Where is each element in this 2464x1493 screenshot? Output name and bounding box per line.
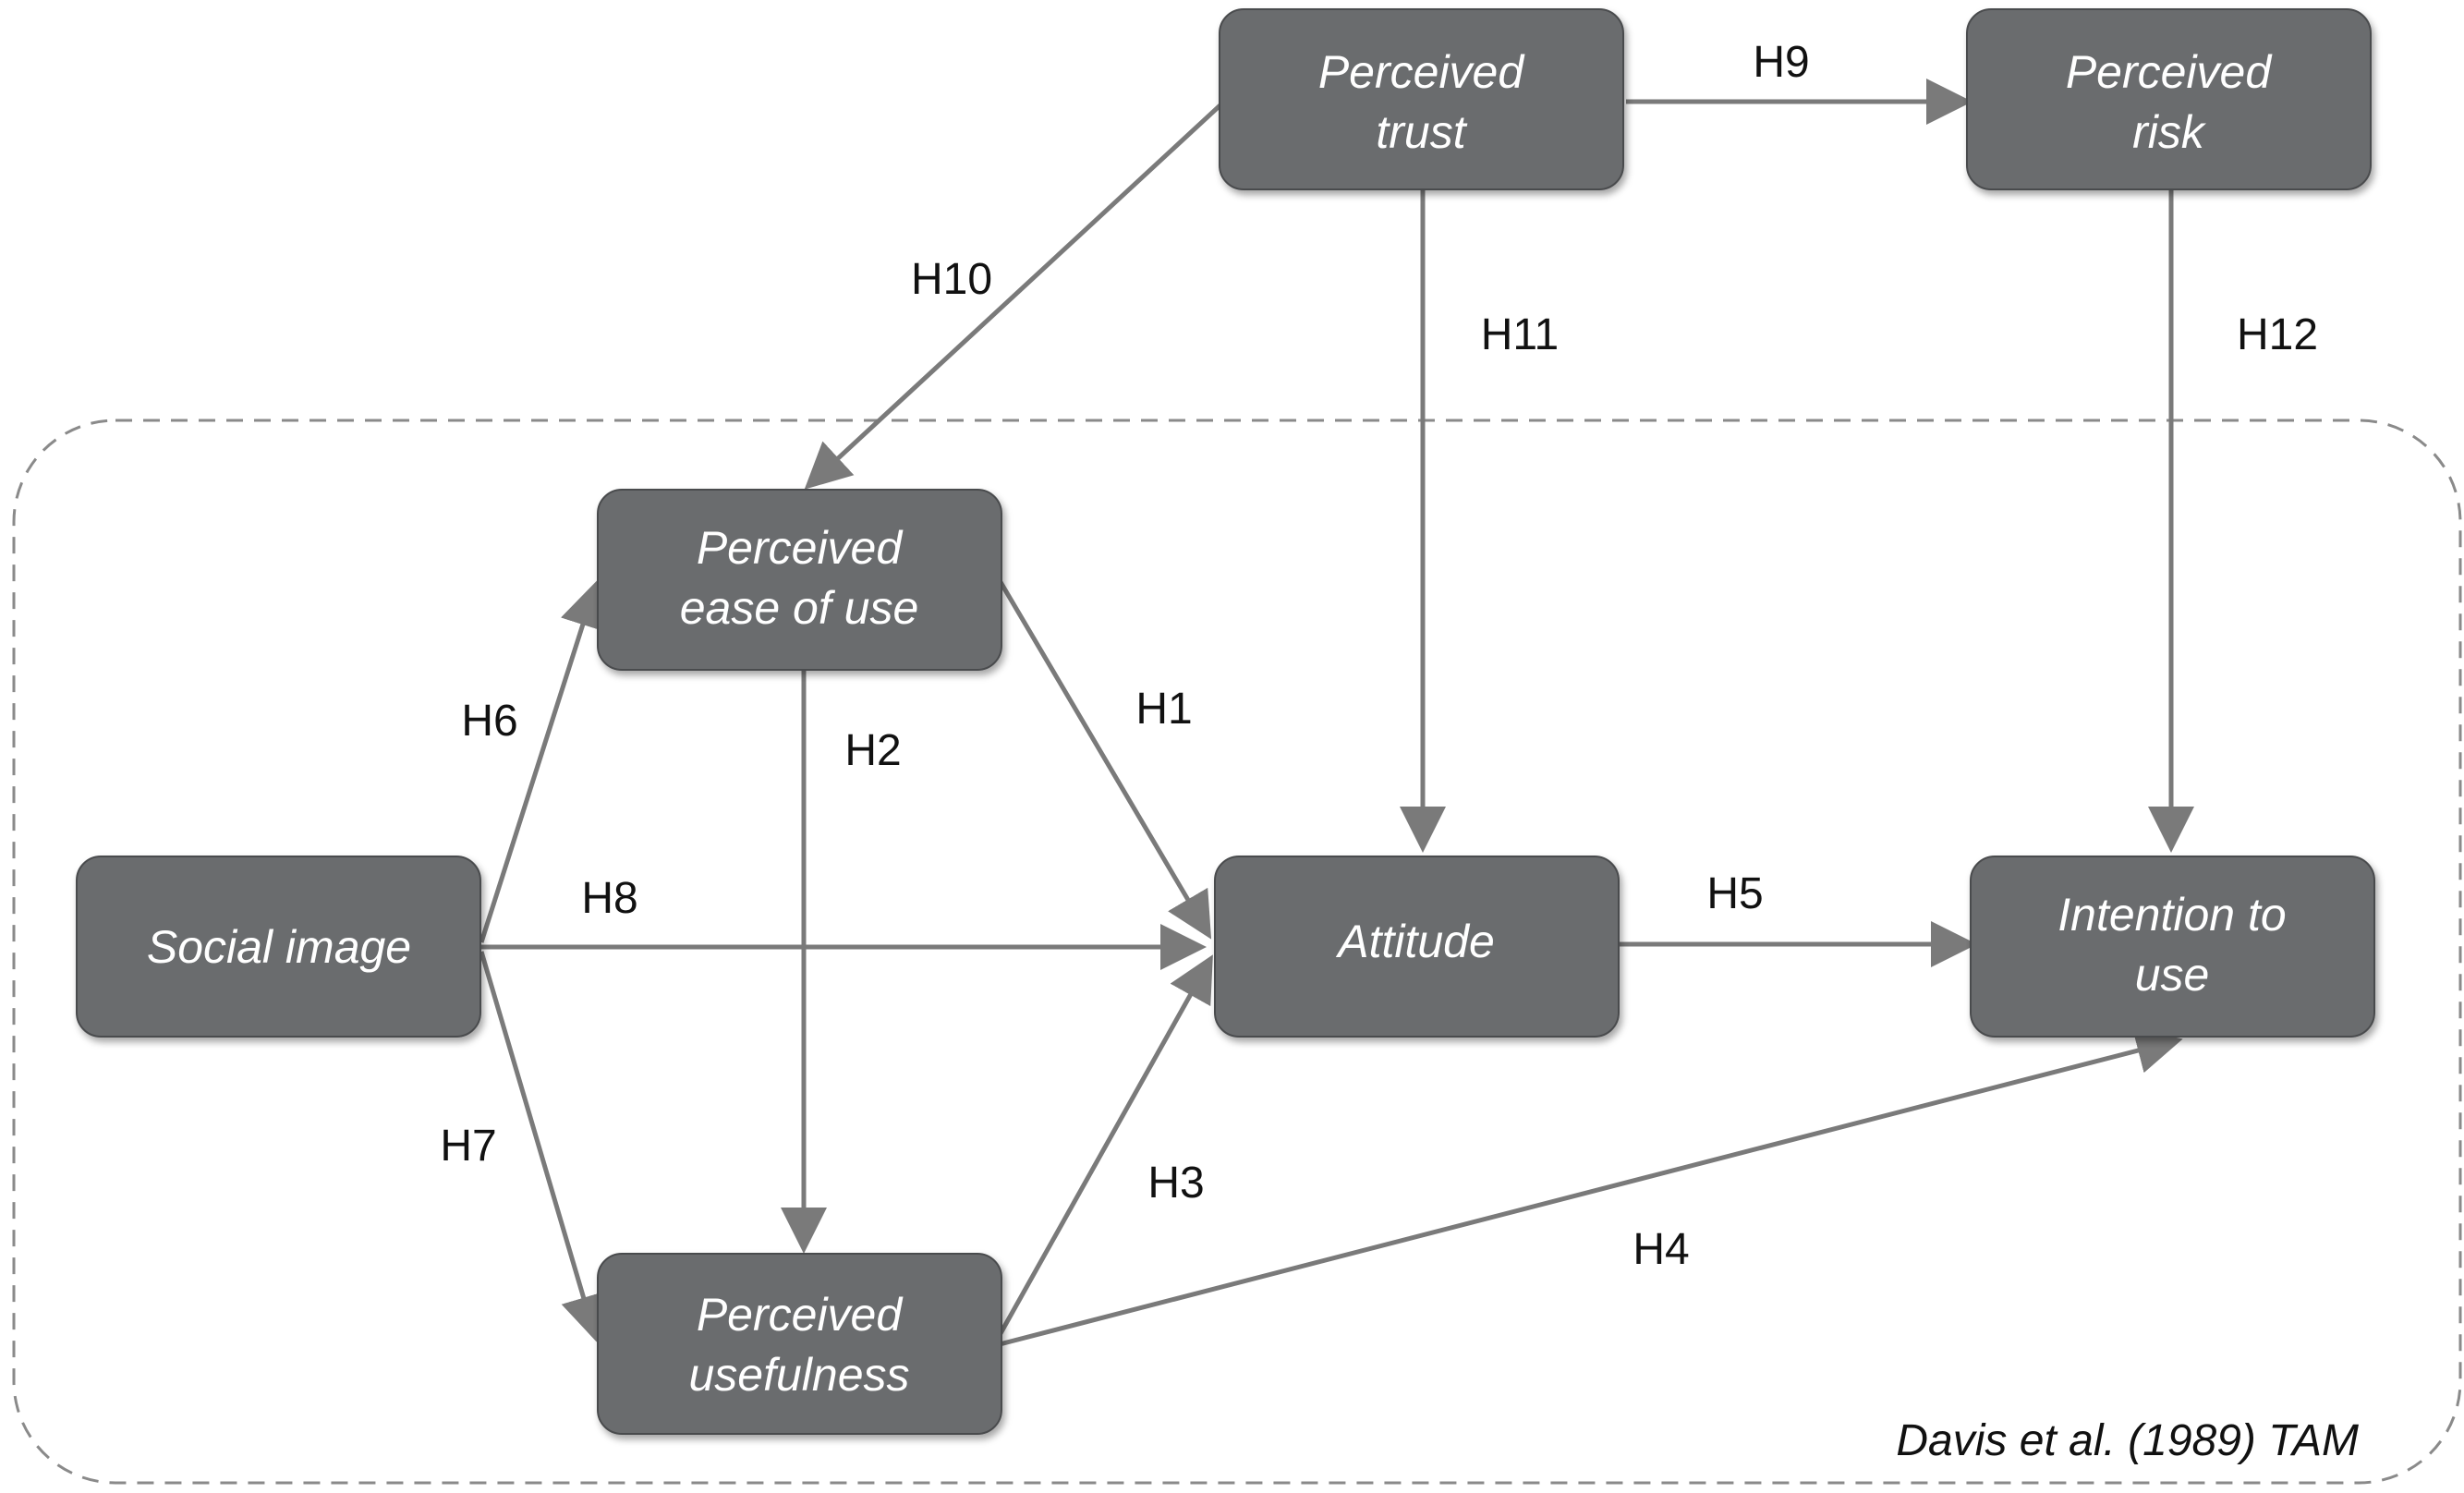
edge-label-h6: H6: [461, 697, 517, 746]
node-perceived-risk: Perceived risk: [1966, 8, 2372, 190]
node-perceived-ease-of-use-line1: Perceived: [697, 522, 904, 574]
edge-label-h4: H4: [1633, 1225, 1689, 1274]
edge-h6-line: [479, 580, 605, 943]
node-intention-to-use: Intention to use: [1970, 856, 2375, 1038]
node-perceived-usefulness-line1: Perceived: [697, 1289, 904, 1341]
edge-h10-line: [804, 100, 1226, 490]
node-perceived-ease-of-use-line2: ease of use: [680, 582, 919, 634]
edge-label-h11: H11: [1481, 310, 1560, 359]
node-perceived-trust-line1: Perceived: [1318, 46, 1526, 98]
node-attitude: Attitude: [1214, 856, 1620, 1038]
node-perceived-trust: Perceived trust: [1219, 8, 1624, 190]
edge-label-h10: H10: [911, 255, 992, 304]
node-perceived-usefulness-line2: usefulness: [688, 1349, 909, 1401]
edge-h3-line: [997, 954, 1213, 1337]
node-perceived-risk-line1: Perceived: [2066, 46, 2274, 98]
edge-label-h2: H2: [844, 726, 901, 775]
node-social-image-line1: Social image: [147, 921, 411, 973]
edge-label-h5: H5: [1706, 869, 1763, 918]
edge-label-h12: H12: [2237, 310, 2318, 359]
node-perceived-risk-line2: risk: [2132, 106, 2207, 158]
node-intention-to-use-line2: use: [2135, 949, 2210, 1001]
node-social-image: Social image: [76, 856, 481, 1038]
node-perceived-ease-of-use: Perceived ease of use: [597, 489, 1002, 671]
edge-label-h7: H7: [440, 1122, 496, 1171]
edge-label-h9: H9: [1753, 38, 1809, 87]
edge-label-h3: H3: [1147, 1159, 1204, 1208]
edge-label-h1: H1: [1135, 685, 1192, 734]
node-attitude-line1: Attitude: [1335, 916, 1495, 967]
node-intention-to-use-line1: Intention to: [2057, 889, 2286, 941]
node-perceived-usefulness: Perceived usefulness: [597, 1253, 1002, 1435]
edge-label-h8: H8: [581, 874, 637, 923]
boundary-caption: Davis et al. (1989) TAM: [1896, 1416, 2359, 1465]
edge-h1-line: [995, 576, 1212, 940]
node-perceived-trust-line2: trust: [1376, 106, 1467, 158]
edge-h4-line: [999, 1027, 2183, 1347]
edge-h7-line: [479, 951, 606, 1342]
tam-boundary: [12, 419, 2462, 1485]
